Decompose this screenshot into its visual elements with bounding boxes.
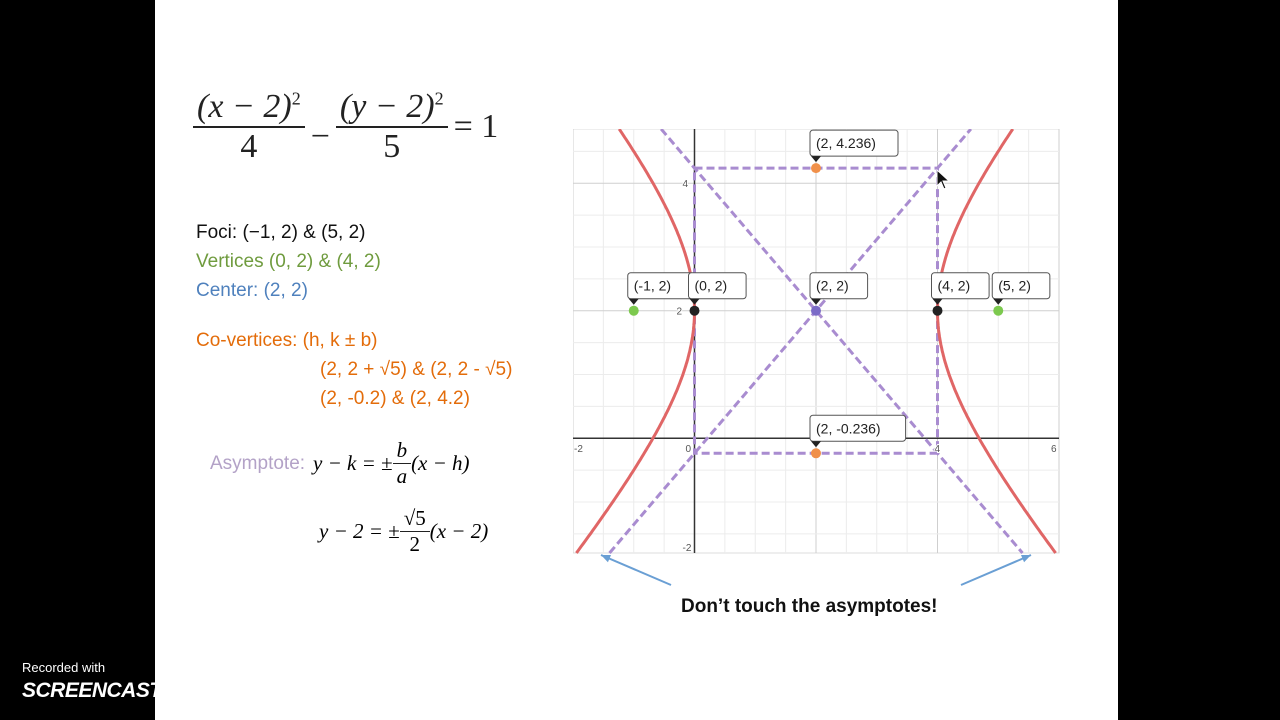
point-label: (-1, 2) xyxy=(634,278,671,294)
vertices-text: Vertices (0, 2) & (4, 2) xyxy=(196,251,381,272)
foci-text: Foci: (−1, 2) & (5, 2) xyxy=(196,222,366,243)
y-tick-label: 2 xyxy=(677,307,683,318)
eq-num1: (x − 2) xyxy=(197,88,292,125)
point-marker xyxy=(993,305,1004,316)
center-text: Center: (2, 2) xyxy=(196,280,308,301)
arrow-left xyxy=(600,554,672,586)
point-marker xyxy=(932,305,943,316)
point-label-pointer xyxy=(811,298,821,305)
eq-rhs: = 1 xyxy=(453,108,499,145)
watermark-brand: SCREENCAST-O-MATIC xyxy=(22,679,252,702)
caption: Don’t touch the asymptotes! xyxy=(681,596,938,617)
asymptote2-num: √5 xyxy=(399,506,430,532)
point-label-box xyxy=(809,414,907,442)
eq-den2: 5 xyxy=(383,128,401,165)
point-label: (2, 2) xyxy=(816,278,849,294)
point-label: (5, 2) xyxy=(998,278,1031,294)
eq-num2: (y − 2) xyxy=(339,88,435,125)
asymptote-rhs: (x − h) xyxy=(411,451,470,475)
point-label: (2, 4.236) xyxy=(816,135,876,151)
point-label: (0, 2) xyxy=(695,278,728,294)
eq-den1: 4 xyxy=(240,128,258,165)
asymptote-label: Asymptote: xyxy=(210,452,306,474)
point-marker xyxy=(628,305,639,316)
point-label: (4, 2) xyxy=(938,278,971,294)
covertices-title: Co-vertices: (h, k ± b) xyxy=(196,330,378,351)
mouse-cursor-icon xyxy=(936,168,951,190)
point-label-pointer xyxy=(932,298,943,305)
asymptote2-rhs: (x − 2) xyxy=(429,519,489,543)
covertices-line2: (2, -0.2) & (2, 4.2) xyxy=(320,388,470,409)
point-label: (2, -0.236) xyxy=(816,420,881,436)
hyperbola-graph: (-1, 2) (0, 2) (2, 2) (4, 2) (5, 2) (2, 4.236… xyxy=(573,129,1060,586)
point-marker xyxy=(811,163,821,174)
asymptote-lhs: y − k = ± xyxy=(313,451,393,475)
asymptote-line xyxy=(608,129,973,554)
asymptote2-den: 2 xyxy=(409,532,420,556)
eq-minus: − xyxy=(310,118,330,155)
covertices-line1: (2, 2 + √5) & (2, 2 - √5) xyxy=(320,359,513,380)
point-label-pointer xyxy=(811,441,821,448)
point-marker xyxy=(689,305,700,316)
watermark-recorded: Recorded with xyxy=(22,660,106,675)
point-label-pointer xyxy=(811,156,821,163)
point-marker xyxy=(811,448,821,459)
asymptote2-lhs: y − 2 = ± xyxy=(319,519,400,543)
hyperbola-left-branch xyxy=(575,129,696,554)
arrow-left-head xyxy=(601,555,611,563)
arrow-right-head xyxy=(1021,555,1031,563)
asymptote-den: a xyxy=(396,464,408,488)
asymptote-line xyxy=(659,129,1024,554)
point-label-box xyxy=(991,272,1051,300)
x-tick-label: 6 xyxy=(1051,444,1057,455)
eq-exp1: 2 xyxy=(291,88,301,109)
arrow-right xyxy=(960,554,1032,586)
point-label-box xyxy=(809,272,869,300)
y-tick-label: 4 xyxy=(683,179,689,190)
watermark: Recorded with SCREENCAST-O-MATIC xyxy=(22,660,252,703)
point-label-box xyxy=(688,272,747,300)
eq-exp2: 2 xyxy=(434,88,444,109)
point-marker xyxy=(811,305,821,316)
asymptote-num: b xyxy=(392,438,412,464)
point-label-pointer xyxy=(993,298,1004,305)
point-label-pointer xyxy=(628,298,639,305)
y-tick-label: -2 xyxy=(683,543,692,554)
x-tick-label: 4 xyxy=(935,444,941,455)
hyperbola-right-branch xyxy=(936,129,1057,554)
point-label-box xyxy=(931,272,990,300)
point-label-box xyxy=(809,129,899,157)
x-tick-label: -2 xyxy=(574,444,583,455)
x-tick-label: 0 xyxy=(686,444,692,455)
point-label-pointer xyxy=(689,298,700,305)
